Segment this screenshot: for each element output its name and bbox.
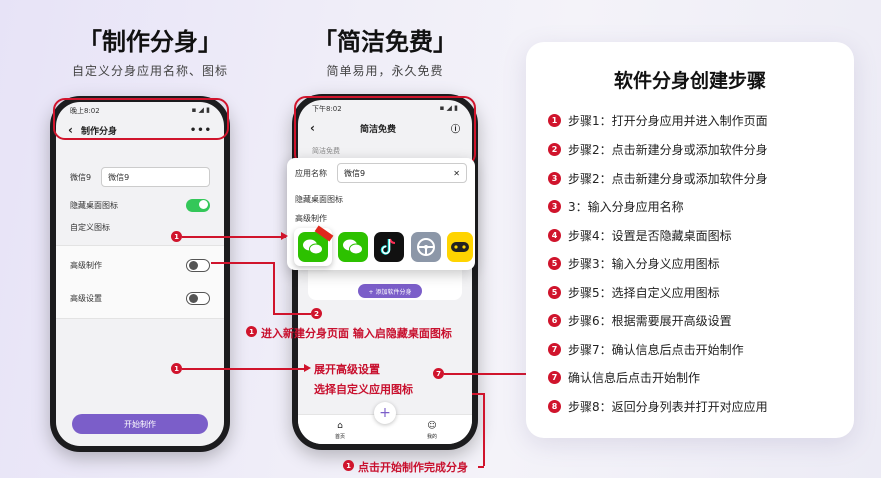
connector-line (273, 262, 275, 314)
left-phone: 晚上8:02 ▪ ◢ ▮ ‹ 制作分身 ••• 微信9 微信9 隐藏桌面图标 自… (50, 96, 230, 452)
hide-icon-row: 隐藏桌面图标 (56, 192, 224, 218)
left-phone-screen: 晚上8:02 ▪ ◢ ▮ ‹ 制作分身 ••• 微信9 微信9 隐藏桌面图标 自… (56, 102, 224, 446)
middle-subheading: 简单易用，永久免费 (326, 64, 444, 78)
marker-advanced: 1 (171, 363, 182, 374)
status-icons: ▪ ◢ ▮ (439, 104, 458, 112)
popup-name-label: 应用名称 (295, 169, 327, 178)
back-icon[interactable]: ‹ (310, 121, 315, 135)
connector-line (182, 368, 308, 370)
advanced-settings-row: 高级设置 (56, 285, 224, 311)
connector-line (483, 393, 485, 466)
left-heading: 「制作分身」 (78, 28, 222, 56)
connector-line (472, 393, 484, 395)
step-item: 7 确认信息后点击开始制作 (548, 369, 700, 386)
clone-popup: 应用名称 微信9 ✕ 隐藏桌面图标 高级制作 (287, 158, 631, 270)
left-navbar: ‹ 制作分身 ••• (56, 118, 224, 142)
marker-custom-icon: 1 (171, 231, 182, 242)
gamepad-icon[interactable] (447, 232, 473, 262)
more-icon[interactable]: ••• (189, 124, 212, 136)
marker-annotation-start: 1 (343, 460, 354, 471)
nav-title: 简洁免费 (359, 124, 396, 135)
wechat-glyph (303, 239, 323, 255)
connector-line (273, 313, 311, 315)
popup-hide-label: 隐藏桌面图标 (295, 195, 343, 204)
middle-top-highlight (294, 96, 476, 166)
back-icon[interactable]: ‹ (68, 123, 73, 137)
middle-heading: 「简洁免费」 (313, 28, 457, 56)
marker-two: 2 (311, 308, 322, 319)
marker-seven: 7 (433, 368, 444, 379)
connector-line (182, 236, 286, 238)
douyin-icon[interactable] (374, 232, 404, 262)
name-input[interactable]: 微信9 (101, 167, 210, 187)
left-subheading: 自定义分身应用名称、图标 (71, 64, 228, 78)
popup-name-input[interactable]: 微信9 ✕ (337, 163, 467, 183)
hide-icon-label: 隐藏桌面图标 (70, 200, 118, 210)
hide-icon-toggle[interactable] (186, 198, 210, 212)
annotation-choose-icon: 选择自定义应用图标 (314, 383, 413, 396)
home-icon[interactable]: ⌂ (337, 421, 343, 431)
connector-line (211, 262, 274, 264)
left-navbar-highlight (53, 98, 229, 140)
middle-navbar: ‹ 简洁免费 ⓘ (298, 116, 472, 140)
popup-advanced-label: 高级制作 (295, 214, 327, 223)
arrow-head-icon (281, 232, 288, 240)
advanced-label: 高级制作 (70, 260, 102, 270)
advanced-section (56, 245, 224, 319)
steps-panel-title: 软件分身创建步骤 (613, 70, 766, 92)
status-icons: ▪ ◢ ▮ (191, 106, 210, 114)
add-clone-button[interactable]: + 添加软件分身 (358, 284, 422, 298)
steering-wheel-icon[interactable] (411, 232, 441, 262)
help-icon[interactable]: ⓘ (450, 124, 460, 135)
connector-line (478, 466, 484, 468)
profile-icon[interactable]: ☺ (427, 421, 437, 431)
annotation-new-clone: 进入新建分身页面 输入启隐藏桌面图标 (261, 327, 452, 340)
arrow-head-icon (304, 364, 311, 372)
fab-add-button[interactable]: + (374, 402, 396, 424)
advanced-toggle[interactable] (186, 258, 210, 272)
advanced-row: 高级制作 (56, 252, 224, 278)
custom-icon-row[interactable]: 自定义图标 (56, 214, 224, 240)
custom-icon-label: 自定义图标 (70, 222, 110, 232)
marker-annotation-1: 1 (246, 326, 257, 337)
annotation-expand-advanced: 展开高级设置 (314, 363, 380, 376)
name-label: 微信9 (70, 172, 92, 182)
section-label: 简洁免费 (312, 147, 340, 155)
name-row: 微信9 微信9 (56, 164, 224, 190)
tab-mine[interactable]: 我的 (426, 434, 437, 440)
status-time: 下午8:02 (312, 105, 342, 113)
nav-title: 制作分身 (80, 126, 117, 137)
status-time: 晚上8:02 (70, 107, 100, 115)
advanced-settings-toggle[interactable] (186, 291, 210, 305)
wechat-icon-selected[interactable] (298, 232, 328, 262)
connector-line (444, 373, 530, 375)
clear-icon[interactable]: ✕ (453, 168, 460, 178)
wechat-icon[interactable] (338, 232, 368, 262)
annotation-start-making: 点击开始制作完成分身 (358, 461, 468, 474)
start-button[interactable]: 开始制作 (72, 414, 208, 434)
advanced-settings-label: 高级设置 (70, 293, 102, 303)
tab-home[interactable]: 首页 (334, 434, 345, 440)
